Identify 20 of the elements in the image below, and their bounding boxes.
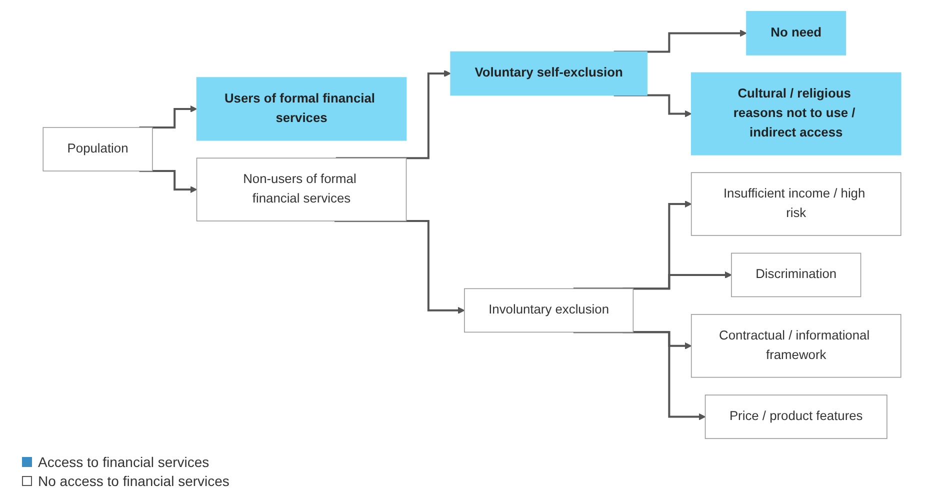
node-box: Contractual / informational framework <box>690 314 902 378</box>
node-box: Voluntary self-exclusion <box>450 51 648 96</box>
arrow <box>334 220 465 314</box>
node-box: Insufficient income / high risk <box>690 172 902 236</box>
node-box: Involuntary exclusion <box>464 288 634 333</box>
arrow <box>573 200 692 290</box>
arrow <box>614 94 692 118</box>
node-box: Population <box>42 127 153 172</box>
node-box: Non-users of formal financial services <box>196 158 407 222</box>
arrow <box>573 331 706 420</box>
legend-label: No access to financial services <box>38 473 230 489</box>
arrow <box>622 271 732 290</box>
arrow <box>614 30 747 53</box>
arrow <box>336 70 451 160</box>
node-box: Users of formal financial services <box>196 77 407 141</box>
node-box: Discrimination <box>731 252 862 298</box>
node-box: No need <box>746 11 846 56</box>
node-box: Price / product features <box>704 394 888 439</box>
node-box: Cultural / religious reasons not to use / indirect access <box>690 72 902 156</box>
legend-label: Access to financial services <box>38 454 210 470</box>
